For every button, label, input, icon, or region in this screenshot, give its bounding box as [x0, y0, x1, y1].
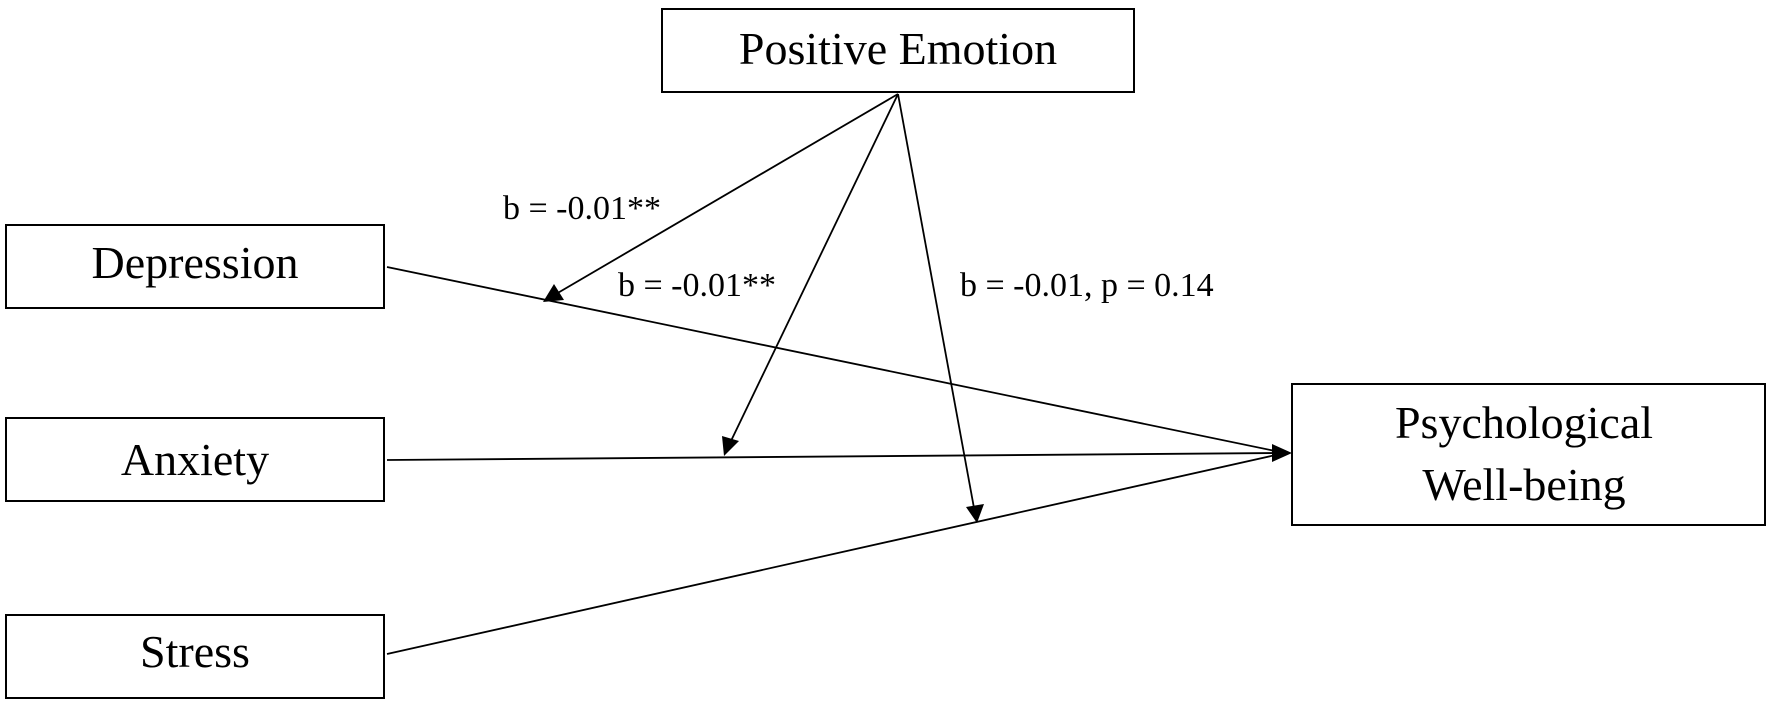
coefficient-depression: b = -0.01** — [503, 190, 661, 227]
wellbeing-arrowhead — [1272, 444, 1292, 462]
coefficient-stress: b = -0.01, p = 0.14 — [960, 267, 1214, 304]
depression-label: Depression — [92, 237, 299, 288]
anxiety-label: Anxiety — [121, 434, 269, 485]
moderation-arrowhead-anxiety — [722, 436, 739, 456]
moderation-arrowhead-depression — [543, 284, 564, 302]
positive-emotion-label: Positive Emotion — [739, 23, 1057, 74]
coefficient-anxiety: b = -0.01** — [618, 267, 776, 304]
node-anxiety: Anxiety — [5, 417, 385, 502]
moderation-path-anxiety — [729, 93, 899, 444]
path-anxiety-to-wellbeing — [386, 452, 1281, 461]
moderation-path-stress — [897, 93, 975, 509]
wellbeing-label-line2: Well-being — [1422, 459, 1625, 510]
wellbeing-label-line1: Psychological — [1395, 397, 1653, 448]
moderation-path-depression — [555, 93, 899, 295]
node-stress: Stress — [5, 614, 385, 699]
path-stress-to-wellbeing — [386, 453, 1281, 655]
node-depression: Depression — [5, 224, 385, 309]
moderation-arrowhead-stress — [966, 504, 984, 523]
path-depression-to-wellbeing — [386, 266, 1281, 453]
node-positive-emotion: Positive Emotion — [661, 8, 1135, 93]
node-psychological-wellbeing: Psychological Well-being — [1291, 383, 1766, 526]
stress-label: Stress — [140, 626, 250, 677]
